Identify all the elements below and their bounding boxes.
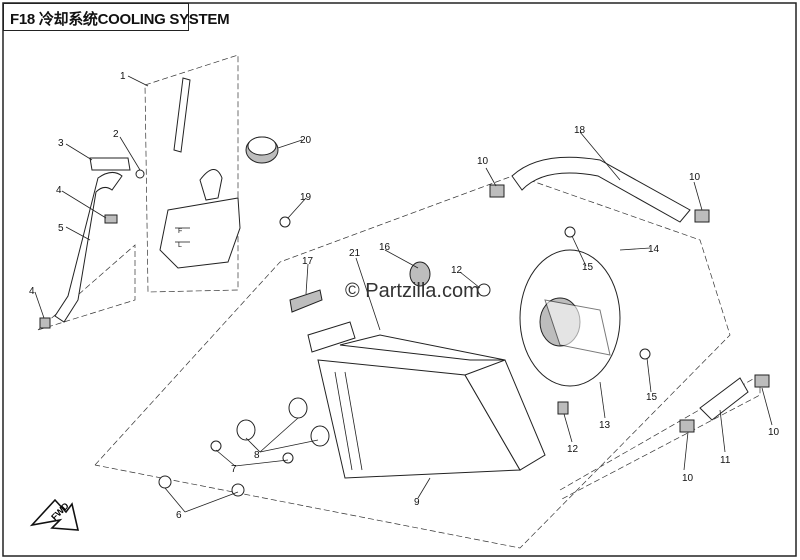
callout-17: 17 [302, 256, 314, 267]
coolant-reservoir: F L [159, 169, 241, 269]
clip-2 [135, 169, 145, 179]
callout-6: 6 [176, 510, 182, 521]
washer-7a [210, 440, 222, 452]
clamp-10d [679, 419, 695, 433]
callout-labels: 1 2 3 4 5 4 6 7 8 9 10 10 10 10 11 12 12… [29, 71, 780, 521]
callout-10b: 10 [689, 172, 701, 183]
callout-18: 18 [574, 125, 586, 136]
grommet-8b [288, 397, 308, 419]
callout-10a: 10 [477, 156, 489, 167]
radiator-group-outline [94, 174, 731, 549]
callout-21: 21 [349, 248, 361, 259]
washer-7b [282, 452, 294, 464]
nut-12a [477, 283, 491, 297]
hose11-group-outline [559, 374, 761, 501]
clamp-10c [754, 374, 770, 388]
svg-text:F: F [178, 228, 182, 235]
callout-3: 3 [58, 138, 64, 149]
callout-2: 2 [113, 129, 119, 140]
radiator-cap [289, 289, 323, 313]
hose-5 [54, 172, 123, 323]
radiator [317, 334, 546, 479]
svg-text:L: L [178, 242, 182, 249]
bolt-6a [158, 475, 172, 489]
filler-neck [307, 321, 356, 353]
callout-10d: 10 [682, 473, 694, 484]
callout-4b: 4 [29, 286, 35, 297]
diagram-title-text: 冷却系统COOLING SYSTEM [38, 11, 230, 28]
bolt-15b [639, 348, 651, 360]
clamp-10a [489, 184, 505, 198]
clamp-4a [104, 214, 118, 224]
callout-4a: 4 [56, 185, 62, 196]
diagram-title: F18 冷却系统COOLING SYSTEM [10, 8, 230, 29]
diagram-code: F18 [10, 11, 35, 28]
grommet-8c [310, 425, 330, 447]
leader-lines [34, 75, 773, 513]
title-box: F18 冷却系统COOLING SYSTEM [3, 3, 230, 31]
callout-7: 7 [231, 464, 237, 475]
callout-16: 16 [379, 242, 391, 253]
clamp-10b [694, 209, 710, 223]
hose5-group-outline [37, 244, 136, 331]
callout-14: 14 [648, 244, 660, 255]
callout-5: 5 [58, 223, 64, 234]
callout-12a: 12 [451, 265, 463, 276]
callout-12b: 12 [567, 444, 579, 455]
reservoir-group-outline [144, 54, 239, 293]
callout-9: 9 [414, 497, 420, 508]
fwd-arrow: FWD [29, 498, 80, 531]
callout-8: 8 [254, 450, 260, 461]
hose-3 [89, 157, 131, 171]
callout-15b: 15 [646, 392, 658, 403]
cooling-fan-assembly [519, 249, 621, 387]
clamp-4b [39, 317, 51, 329]
callout-20: 20 [300, 135, 312, 146]
hose-18 [511, 156, 691, 223]
bolt-15a [564, 226, 576, 238]
callout-19: 19 [300, 192, 312, 203]
callout-10c: 10 [768, 427, 780, 438]
callout-13: 13 [599, 420, 611, 431]
hose-11 [699, 377, 749, 421]
nut-12b [557, 401, 569, 415]
callout-15a: 15 [582, 262, 594, 273]
plug-16 [409, 261, 431, 287]
bolt-6b [231, 483, 245, 497]
grommet-8a [236, 419, 256, 441]
watermark: © Partzilla.com [345, 280, 480, 302]
reservoir-cap [245, 136, 279, 164]
bolt-19 [279, 216, 291, 228]
callout-11: 11 [720, 455, 731, 466]
overflow-tube [173, 77, 191, 153]
callout-1: 1 [120, 71, 126, 82]
